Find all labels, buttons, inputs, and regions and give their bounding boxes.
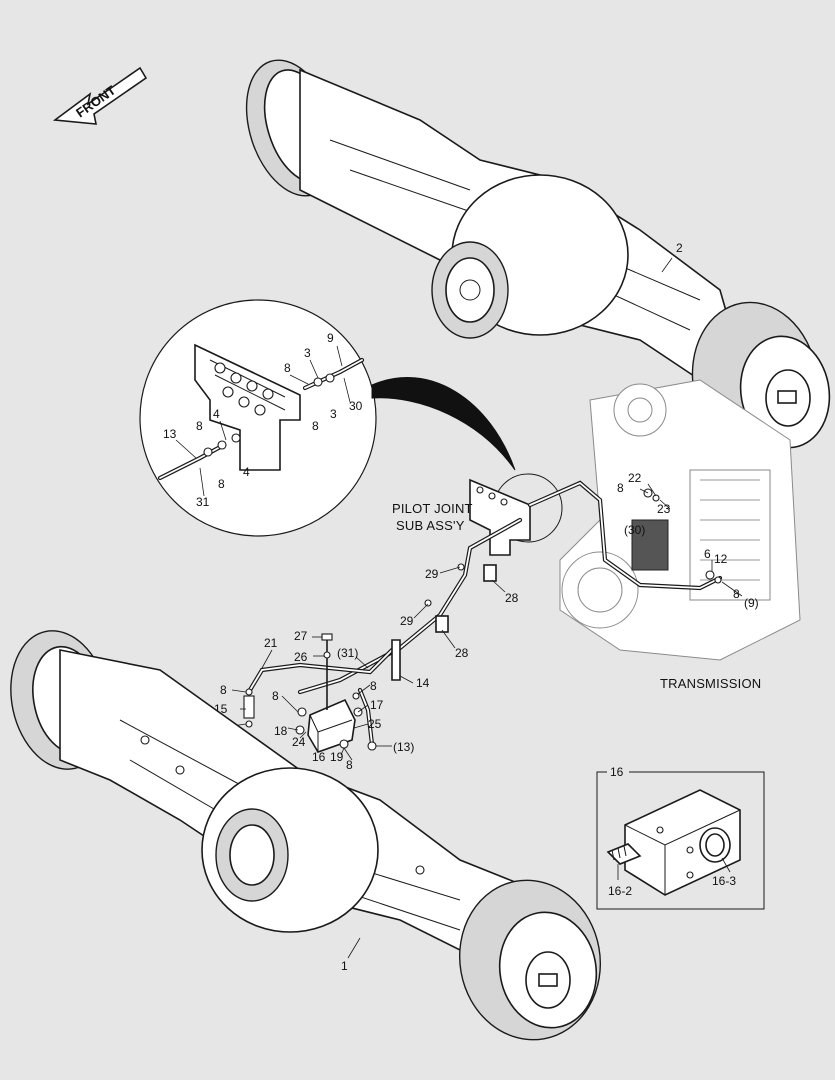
callout-13p: (13) xyxy=(393,740,414,754)
detail-callout-8a: 8 xyxy=(284,361,291,375)
callout-24: 24 xyxy=(292,735,306,749)
valve-inset: 16 16-2 16-3 xyxy=(596,765,765,910)
callout-28b: 28 xyxy=(455,646,469,660)
inset-callout-16: 16 xyxy=(610,765,624,779)
transmission: TRANSMISSION xyxy=(559,379,801,691)
transmission-callout-30p: (30) xyxy=(624,523,645,537)
detail-callout-3a: 3 xyxy=(304,346,311,360)
transmission-callout-22: 22 xyxy=(628,471,642,485)
hose-runs xyxy=(247,480,723,747)
detail-view: 9 3 8 30 8 3 4 8 4 13 8 31 xyxy=(139,299,377,537)
front-direction-arrow: FRONT xyxy=(52,66,148,125)
callout-rear-axle: 2 xyxy=(676,241,683,255)
piping-callouts: 29 28 29 28 27 26 21 (31) 14 8 15 7 8 8 … xyxy=(214,566,519,772)
callout-29b: 29 xyxy=(400,614,414,628)
detail-callout-31: 31 xyxy=(196,495,210,509)
inset-callout-16-2: 16-2 xyxy=(608,884,632,898)
transmission-callout-8a: 8 xyxy=(617,481,624,495)
callout-8b: 8 xyxy=(272,689,279,703)
transmission-callout-23: 23 xyxy=(657,502,671,516)
callout-21: 21 xyxy=(264,636,278,650)
detail-callout-30: 30 xyxy=(349,399,363,413)
transmission-callout-6: 6 xyxy=(704,547,711,561)
callout-17: 17 xyxy=(370,698,384,712)
callout-16: 16 xyxy=(312,750,326,764)
detail-callout-4b: 4 xyxy=(243,465,250,479)
callout-19: 19 xyxy=(330,750,344,764)
detail-callout-8b: 8 xyxy=(312,419,319,433)
pilot-joint-caption-line1: PILOT JOINT xyxy=(392,501,473,516)
inset-callout-16-3: 16-3 xyxy=(712,874,736,888)
callout-18: 18 xyxy=(274,724,288,738)
transmission-callout-9p: (9) xyxy=(744,596,759,610)
pilot-joint: PILOT JOINT SUB ASS'Y xyxy=(392,473,563,556)
callout-14: 14 xyxy=(416,676,430,690)
callout-front-axle: 1 xyxy=(341,959,348,973)
callout-29a: 29 xyxy=(425,567,439,581)
detail-pointer xyxy=(371,377,516,471)
transmission-callout-12: 12 xyxy=(714,552,728,566)
detail-callout-13: 13 xyxy=(163,427,177,441)
rear-axle: 2 xyxy=(245,59,831,459)
detail-callout-8d: 8 xyxy=(218,477,225,491)
callout-8d: 8 xyxy=(346,758,353,772)
callout-26: 26 xyxy=(294,650,308,664)
callout-28a: 28 xyxy=(505,591,519,605)
transmission-fittings: 22 8 23 (30) 6 12 8 (9) xyxy=(617,471,759,610)
callout-31p: (31) xyxy=(337,646,358,660)
callout-25: 25 xyxy=(368,717,382,731)
pilot-joint-caption-line2: SUB ASS'Y xyxy=(396,518,465,533)
detail-callout-9: 9 xyxy=(327,331,334,345)
detail-callout-8c: 8 xyxy=(196,419,203,433)
callout-27: 27 xyxy=(294,629,308,643)
detail-callout-3b: 3 xyxy=(330,407,337,421)
callout-8a: 8 xyxy=(220,683,227,697)
front-axle: 1 xyxy=(10,630,602,1041)
callout-8c: 8 xyxy=(370,679,377,693)
transmission-caption: TRANSMISSION xyxy=(660,676,761,691)
transmission-callout-8b: 8 xyxy=(733,587,740,601)
detail-callout-4a: 4 xyxy=(213,407,220,421)
